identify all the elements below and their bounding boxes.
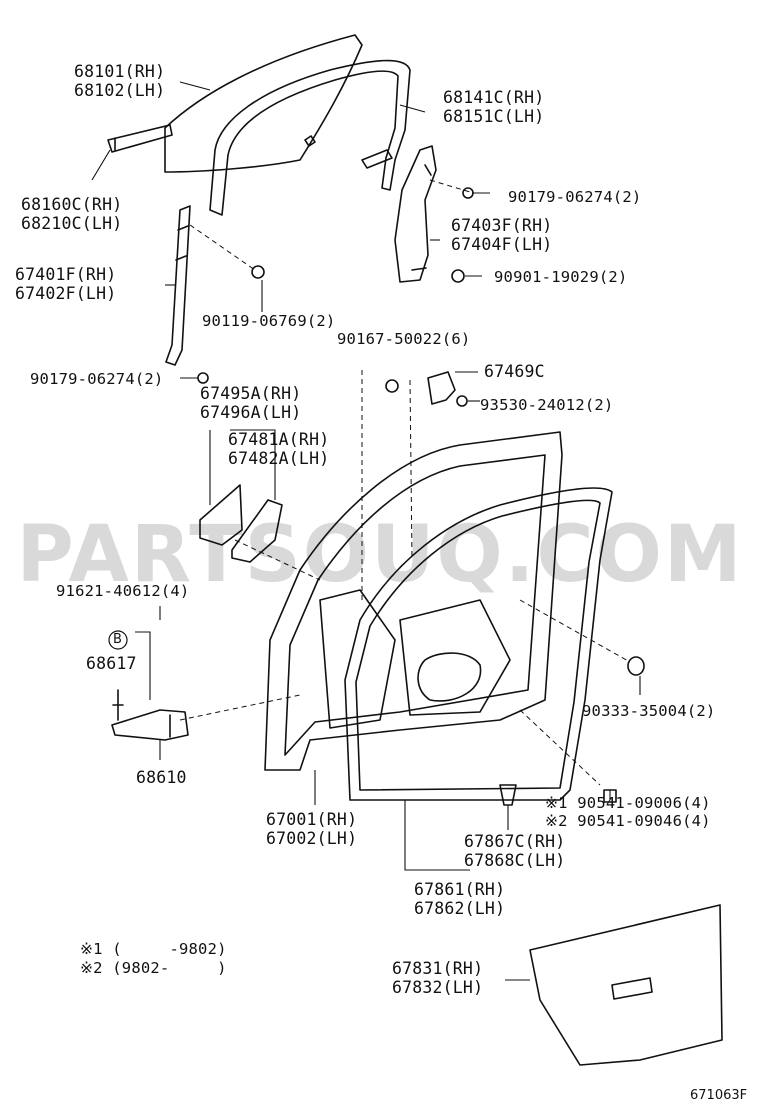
label-bolt-91621: 91621-40612(4) (56, 582, 190, 600)
circle-b-label: B (113, 632, 122, 647)
label-run-channel-lh: 68151C(LH) (443, 107, 545, 126)
label-clip-90541-2: ※2 90541-09046(4) (545, 812, 711, 830)
label-channel-sub-rh: 68160C(RH) (21, 195, 123, 214)
figure-code: 671063F (690, 1088, 748, 1103)
clip-90541 (603, 789, 617, 803)
window-regulator (394, 145, 437, 283)
label-hinge-68610: 68610 (136, 768, 187, 787)
label-clip-67867-rh: 67867C(RH) (464, 832, 566, 851)
label-door-panel-lh: 67002(LH) (266, 829, 358, 848)
label-door-panel-rh: 67001(RH) (266, 810, 358, 829)
watermark: PARTSOUQ.COM (16, 510, 744, 600)
cover-67495 (199, 484, 243, 546)
label-nut-90179-left: 90179-06274(2) (30, 370, 164, 388)
weatherstrip (344, 487, 613, 801)
label-cover-lh: 67496A(LH) (200, 403, 302, 422)
label-screw-93530: 93530-24012(2) (480, 396, 614, 414)
plug-90333 (627, 656, 645, 676)
label-seal-rh: 67481A(RH) (228, 430, 330, 449)
bolt-90119 (251, 265, 265, 279)
circle-b-marker (108, 630, 128, 650)
nut-90179-right (462, 187, 474, 199)
label-rear-channel-rh: 67401F(RH) (15, 265, 117, 284)
label-regulator-lh: 67404F(LH) (451, 235, 553, 254)
label-trim-panel-lh: 67832(LH) (392, 978, 484, 997)
label-bracket: 67469C (484, 362, 545, 381)
bolt-90901 (451, 269, 465, 283)
clip-90167 (385, 379, 399, 393)
label-glass-rh: 68101(RH) (74, 62, 166, 81)
lower-channel (107, 124, 173, 153)
label-plug-90333: 90333-35004(2) (582, 702, 716, 720)
label-clip-90167: 90167-50022(6) (337, 330, 471, 348)
clip-67867 (499, 784, 517, 806)
trim-panel (529, 904, 723, 1066)
label-part-68617: 68617 (86, 654, 137, 673)
label-weatherstrip-rh: 67861(RH) (414, 880, 506, 899)
label-rear-channel-lh: 67402F(LH) (15, 284, 117, 303)
label-cover-rh: 67495A(RH) (200, 384, 302, 403)
label-nut-90179-right: 90179-06274(2) (508, 188, 642, 206)
label-run-channel-rh: 68141C(RH) (443, 88, 545, 107)
label-clip-90541-1: ※1 90541-09006(4) (545, 794, 711, 812)
label-glass-lh: 68102(LH) (74, 81, 166, 100)
label-bolt-90901: 90901-19029(2) (494, 268, 628, 286)
label-clip-67867-lh: 67868C(LH) (464, 851, 566, 870)
label-seal-lh: 67482A(LH) (228, 449, 330, 468)
window-glass (164, 34, 363, 173)
label-regulator-rh: 67403F(RH) (451, 216, 553, 235)
label-bolt-90119: 90119-06769(2) (202, 312, 336, 330)
screw-93530 (456, 395, 468, 407)
footnote-1: ※1 ( -9802) (80, 940, 227, 958)
label-channel-sub-lh: 68210C(LH) (21, 214, 123, 233)
run-channel (209, 59, 411, 216)
rear-channel (165, 205, 191, 366)
nut-90179-left (197, 372, 209, 384)
footnote-2: ※2 (9802- ) (80, 959, 227, 977)
label-trim-panel-rh: 67831(RH) (392, 959, 484, 978)
door-panel (264, 431, 563, 771)
label-weatherstrip-lh: 67862(LH) (414, 899, 506, 918)
bracket-67469c (427, 371, 456, 405)
bolt-68617 (112, 689, 124, 721)
seal-67481 (231, 499, 283, 563)
hinge-68610 (111, 709, 189, 741)
